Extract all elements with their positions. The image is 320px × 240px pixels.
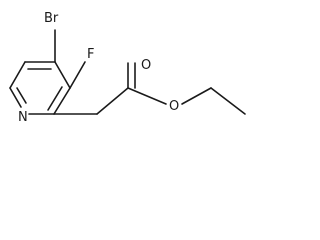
- bond-c6-n-inner: [16, 87, 27, 104]
- atom-label-fluorine: F: [87, 47, 94, 62]
- atom-label-carbonyl-oxygen: O: [141, 58, 151, 73]
- atom-label-ring-nitrogen: N: [18, 110, 28, 125]
- bond-c2-c3-inner: [47, 86, 63, 111]
- atom-label-ester-oxygen: O: [169, 99, 179, 114]
- bond-ester-o-ch2: [181, 87, 212, 105]
- bond-carbonyl-c-ester-o: [127, 87, 167, 105]
- bond-ethyl-ch2-ch3: [210, 87, 246, 115]
- atom-label-bromine: Br: [44, 11, 59, 26]
- bond-c3-f: [69, 61, 86, 89]
- bond-c6-n-outer: [9, 87, 22, 108]
- chemical-structure-diagram: Br F N O O: [9, 11, 246, 125]
- bond-c2-c3-outer: [53, 87, 71, 115]
- bond-ch2-carbonyl-c: [96, 87, 129, 115]
- bond-c3-c4: [54, 61, 71, 89]
- bond-c5-c6: [9, 61, 26, 89]
